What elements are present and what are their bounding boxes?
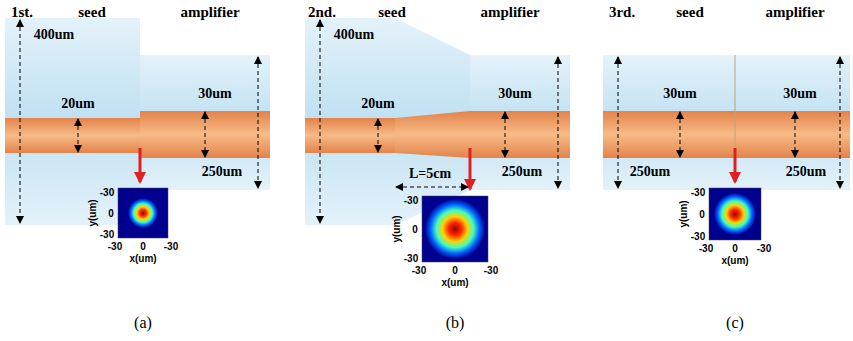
section-heading: seed: [78, 4, 106, 21]
axis-label: y(um): [87, 199, 98, 226]
axis-tick: 0: [108, 208, 114, 219]
axis-tick: -30: [691, 187, 705, 198]
panel-caption: (a): [134, 314, 152, 332]
section-heading: 2nd.: [308, 4, 336, 21]
axis-label: x(um): [441, 277, 468, 288]
axis-label: x(um): [129, 253, 156, 264]
axis-tick: 0: [732, 243, 738, 254]
axis-tick: -30: [757, 243, 771, 254]
dimension-label: 20um: [361, 96, 394, 112]
axis-tick: 0: [699, 209, 705, 220]
axis-tick: -30: [404, 195, 418, 206]
dimension-label: L=5cm: [409, 166, 451, 182]
section-heading: seed: [676, 4, 704, 21]
axis-tick: -30: [699, 243, 713, 254]
section-heading: seed: [378, 4, 406, 21]
section-heading: amplifier: [480, 4, 539, 21]
axis-tick: -30: [404, 253, 418, 264]
axis-tick: -30: [100, 187, 114, 198]
section-heading: 3rd.: [609, 4, 635, 21]
section-heading: 1st.: [11, 4, 33, 21]
section-heading: amplifier: [180, 4, 239, 21]
axis-label: y(um): [391, 215, 402, 242]
dimension-label: 250um: [786, 164, 826, 180]
dimension-label: 400um: [334, 27, 374, 43]
dimension-label: 30um: [783, 86, 816, 102]
dimension-label: 30um: [498, 86, 531, 102]
dimension-label: 250um: [630, 164, 670, 180]
axis-tick: -30: [691, 231, 705, 242]
axis-label: y(um): [678, 200, 689, 227]
axis-tick: -30: [108, 241, 122, 252]
axis-tick: 0: [412, 224, 418, 235]
panel-caption: (b): [446, 314, 465, 332]
dimension-label: 30um: [198, 86, 231, 102]
dimension-label: 20um: [61, 96, 94, 112]
axis-tick: -30: [164, 241, 178, 252]
axis-tick: 0: [452, 265, 458, 276]
section-heading: amplifier: [765, 4, 824, 21]
axis-tick: -30: [100, 229, 114, 240]
axis-tick: 0: [140, 241, 146, 252]
dimension-label: 30um: [663, 86, 696, 102]
axis-label: x(um): [721, 255, 748, 266]
dimension-label: 250um: [502, 164, 542, 180]
panel-caption: (c): [726, 314, 744, 332]
axis-tick: -30: [412, 265, 426, 276]
dimension-label: 250um: [202, 164, 242, 180]
axis-tick: -30: [484, 265, 498, 276]
dimension-label: 400um: [34, 27, 74, 43]
